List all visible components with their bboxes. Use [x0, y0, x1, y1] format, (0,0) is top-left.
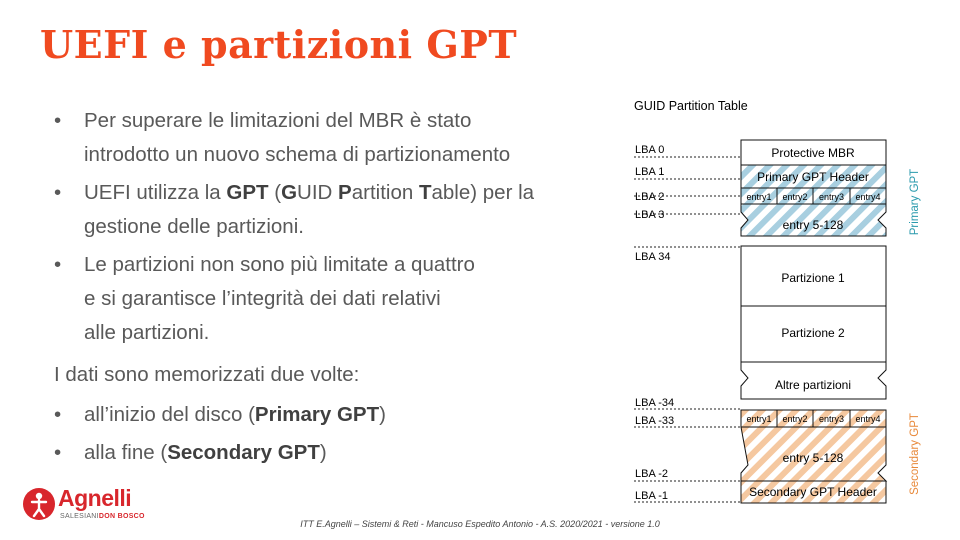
partition-2-block [740, 305, 887, 363]
entry-label: entry1 [746, 414, 771, 424]
bullet-text: UEFI utilizza la [84, 181, 227, 204]
bullet-text: alla fine ( [84, 441, 168, 464]
bullet-dot: • [54, 441, 62, 464]
bullet-text: Le partizioni non sono più limitate a qu… [84, 253, 475, 276]
bullet-dot: • [54, 403, 62, 426]
bullet-text: Per superare le limitazioni del MBR è st… [84, 109, 472, 132]
bullet-text: ) [319, 441, 327, 464]
bullet-item: • UEFI utilizza la GPT (GUID Partition T… [54, 176, 614, 244]
entry-range-label: entry 5-128 [783, 218, 844, 232]
bullet-text: able) per la [431, 181, 535, 204]
bullet-text: UID [297, 181, 339, 204]
other-partitions-block [740, 361, 887, 400]
lba-label: LBA 1 [635, 166, 664, 178]
slide-footer: ITT E.Agnelli – Sistemi & Reti - Mancuso… [300, 519, 660, 529]
other-partitions-label: Altre partizioni [775, 378, 851, 392]
block-texts: Protective MBR Primary GPT Header entry1… [746, 146, 880, 499]
bullet-dot: • [54, 253, 62, 276]
entry-label: entry2 [782, 192, 807, 202]
secondary-header-block [740, 480, 887, 504]
plain-text: I dati sono memorizzati due volte: [54, 363, 360, 386]
lba-label: LBA -34 [635, 397, 674, 409]
bullet-text: ) [379, 403, 386, 426]
agnelli-logo: Agnelli SALESIANIDON BOSCO [22, 485, 144, 526]
entry-label: entry1 [746, 192, 771, 202]
bullet-text: e si garantisce l’integrità dei dati rel… [84, 287, 441, 310]
entry-range-label: entry 5-128 [783, 451, 844, 465]
bullet-bold: P [338, 181, 352, 204]
entry-label: entry2 [782, 414, 807, 424]
sub-bullet-item: • alla fine (Secondary GPT) [54, 436, 614, 470]
bullet-bold: Primary GPT [254, 403, 380, 426]
logo-wordmark: Agnelli [58, 485, 132, 511]
lba-labels: LBA 0 LBA 1 LBA 2 LBA 3 LBA 34 LBA -34 L… [635, 144, 674, 502]
lba-label: LBA 2 [635, 191, 664, 203]
logo-mark-icon [23, 488, 55, 520]
bullet-dot: • [54, 181, 62, 204]
secondary-header-label: Secondary GPT Header [749, 485, 877, 499]
primary-entry-range-block [740, 203, 887, 237]
bullet-text: artition [351, 181, 419, 204]
bullet-bold: G [281, 181, 298, 204]
slide-title: UEFI e partizioni GPT [40, 22, 518, 67]
entry-label: entry3 [819, 192, 844, 202]
bullet-item: • Per superare le limitazioni del MBR è … [54, 104, 614, 172]
entry-label: entry4 [855, 192, 880, 202]
protective-mbr-label: Protective MBR [771, 146, 855, 160]
lba-label: LBA -2 [635, 468, 668, 480]
diagram-title: GUID Partition Table [634, 99, 748, 113]
entry-label: entry3 [819, 414, 844, 424]
secondary-gpt-side-label: Secondary GPT [909, 413, 921, 495]
protective-mbr-block [740, 139, 887, 166]
logo-sub-bold: DON BOSCO [98, 513, 145, 520]
lba-label: LBA 3 [635, 209, 664, 221]
bullet-text: gestione delle partizioni. [84, 215, 304, 238]
gpt-diagram: GUID Partition Table LBA 0 LBA 1 LBA 2 L… [634, 99, 921, 504]
partition-2-label: Partizione 2 [781, 326, 845, 340]
bullet-item: • Le partizioni non sono più limitate a … [54, 248, 614, 350]
bullet-text: introdotto un nuovo schema di partiziona… [84, 143, 511, 166]
primary-header-label: Primary GPT Header [757, 170, 869, 184]
bullet-dot: • [54, 109, 62, 132]
bullet-text: ( [268, 181, 282, 204]
bullet-text: alle partizioni. [84, 321, 210, 344]
bullet-bold: GPT [226, 181, 269, 204]
lba-label: LBA 0 [635, 144, 664, 156]
lba-label: LBA -1 [635, 490, 668, 502]
entry-label: entry4 [855, 414, 880, 424]
lba-lines [634, 156, 741, 503]
bullet-text: all’inizio del disco ( [84, 403, 255, 426]
slide-content: • Per superare le limitazioni del MBR è … [54, 104, 614, 474]
partition-1-label: Partizione 1 [781, 271, 845, 285]
lba-label: LBA 34 [635, 251, 670, 263]
logo-sub-text: SALESIANI [60, 513, 99, 520]
lba-label: LBA -33 [635, 415, 674, 427]
bullet-bold: Secondary GPT [167, 441, 320, 464]
bullet-bold: T [418, 181, 432, 204]
primary-gpt-side-label: Primary GPT [909, 169, 921, 235]
sub-bullet-item: • all’inizio del disco (Primary GPT) [54, 398, 614, 432]
logo-subtitle: SALESIANIDON BOSCO [60, 513, 145, 520]
